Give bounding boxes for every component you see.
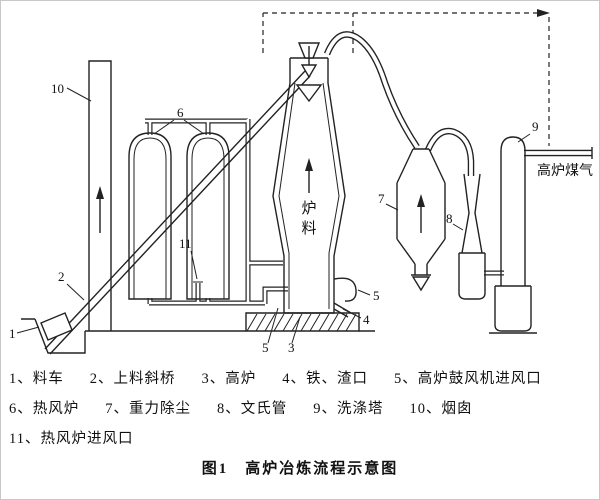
legend-row-2: 6、热风炉 7、重力除尘 8、文氏管 9、洗涤塔 10、烟囱 [9,397,593,418]
callout-furnace: 3 [288,340,295,355]
callout-stove-air-inlet: 11 [179,236,192,251]
skip-car [40,312,73,341]
leader-lines [16,87,531,344]
pipe-core [148,283,288,305]
cold-blast-main [147,283,288,306]
legend-item-furnace: 3、高炉 [201,371,257,387]
gravity-dust-catcher [396,148,446,292]
legend-item-scrubber: 9、洗涤塔 [313,401,384,417]
legend-item-taphole: 4、铁、渣口 [282,371,368,387]
pit-outline [21,318,86,354]
chimney-up-arrow-icon [96,186,104,199]
large-bell [295,84,323,103]
foundation-hatch [246,313,357,332]
legend-item-skip-car: 1、料车 [9,371,64,387]
foundation [85,312,537,334]
callouts: 10 1 2 6 11 5 3 4 5 7 8 9 [9,81,539,355]
legend-item-stove-air-inlet: 11、热风炉进风口 [9,431,134,447]
gas-outlet-label: 高炉煤气 [537,162,593,179]
venturi-tube [458,173,486,300]
flow-arrows [96,158,425,233]
inclined-bridge [44,70,311,355]
skip-pit [21,318,86,354]
skip-car-body [40,312,73,341]
callout-scrubber: 9 [532,119,539,134]
callout-hot-blast-stoves: 6 [177,105,184,120]
figure-caption: 图1 高炉冶炼流程示意图 [201,461,399,477]
flow-arrow-right-icon [537,9,550,17]
bridge-rails [44,70,311,355]
venturi-body [458,173,486,300]
legend-row-1: 1、料车 2、上料斜桥 3、高炉 4、铁、渣口 5、高炉鼓风机进风口 [9,367,593,388]
legend-item-hot-blast-stove: 6、热风炉 [9,401,80,417]
scrubbing-tower [494,136,593,332]
stove-left-outer [128,132,172,300]
chimney [88,60,112,331]
legend-item-chimney: 10、烟囱 [409,401,473,417]
callout-blast-inlet-left: 5 [262,340,269,355]
chimney-body [88,60,112,331]
furnace-up-arrow-icon [305,158,313,171]
stove-right-outer [186,132,230,300]
blast-furnace [272,42,357,318]
stove-left-inner [133,137,167,299]
dust-valve [411,276,431,292]
process-diagram: 10 1 2 6 11 5 3 4 5 7 8 9 炉 料 高炉煤气 [9,9,593,355]
furnace-outer-wall [272,57,346,314]
scrubber-body [494,136,532,332]
pipes [145,31,592,306]
burden-label-top: 炉 [301,200,316,217]
callout-chimney: 10 [51,81,64,96]
legend: 1、料车 2、上料斜桥 3、高炉 4、铁、渣口 5、高炉鼓风机进风口 6、热风炉… [1,363,599,448]
legend-item-venturi: 8、文氏管 [217,401,288,417]
callout-taphole: 4 [363,312,370,327]
pipe-core [145,119,248,135]
legend-item-blast-inlet: 5、高炉鼓风机进风口 [394,371,542,387]
stove-down-pipe [245,119,283,304]
small-bell [300,64,318,79]
pipe-core [246,119,283,304]
pipe-core [325,32,419,149]
dust-catcher-body [396,148,446,276]
dust-catcher-up-arrow-icon [417,194,425,207]
callout-blast-inlet-right: 5 [373,288,380,303]
callout-skip-car: 1 [9,326,16,341]
callout-venturi: 8 [446,211,453,226]
inline-labels: 炉 料 高炉煤气 [301,162,593,237]
stove-right-inner [191,137,225,299]
taphole-spout [333,302,352,318]
legend-row-3: 11、热风炉进风口 [9,427,593,448]
leader-line [16,87,531,344]
callout-dust-catcher: 7 [378,191,385,206]
burden-label-bottom: 料 [301,220,316,237]
pipe-core [426,129,473,176]
tuyere-stock-right [333,277,357,302]
callout-inclined-bridge: 2 [58,269,65,284]
ground-line [85,330,537,334]
legend-item-dust-catcher: 7、重力除尘 [105,401,191,417]
furnace-inner-wall [278,82,340,309]
legend-item-inclined-bridge: 2、上料斜桥 [89,371,176,387]
